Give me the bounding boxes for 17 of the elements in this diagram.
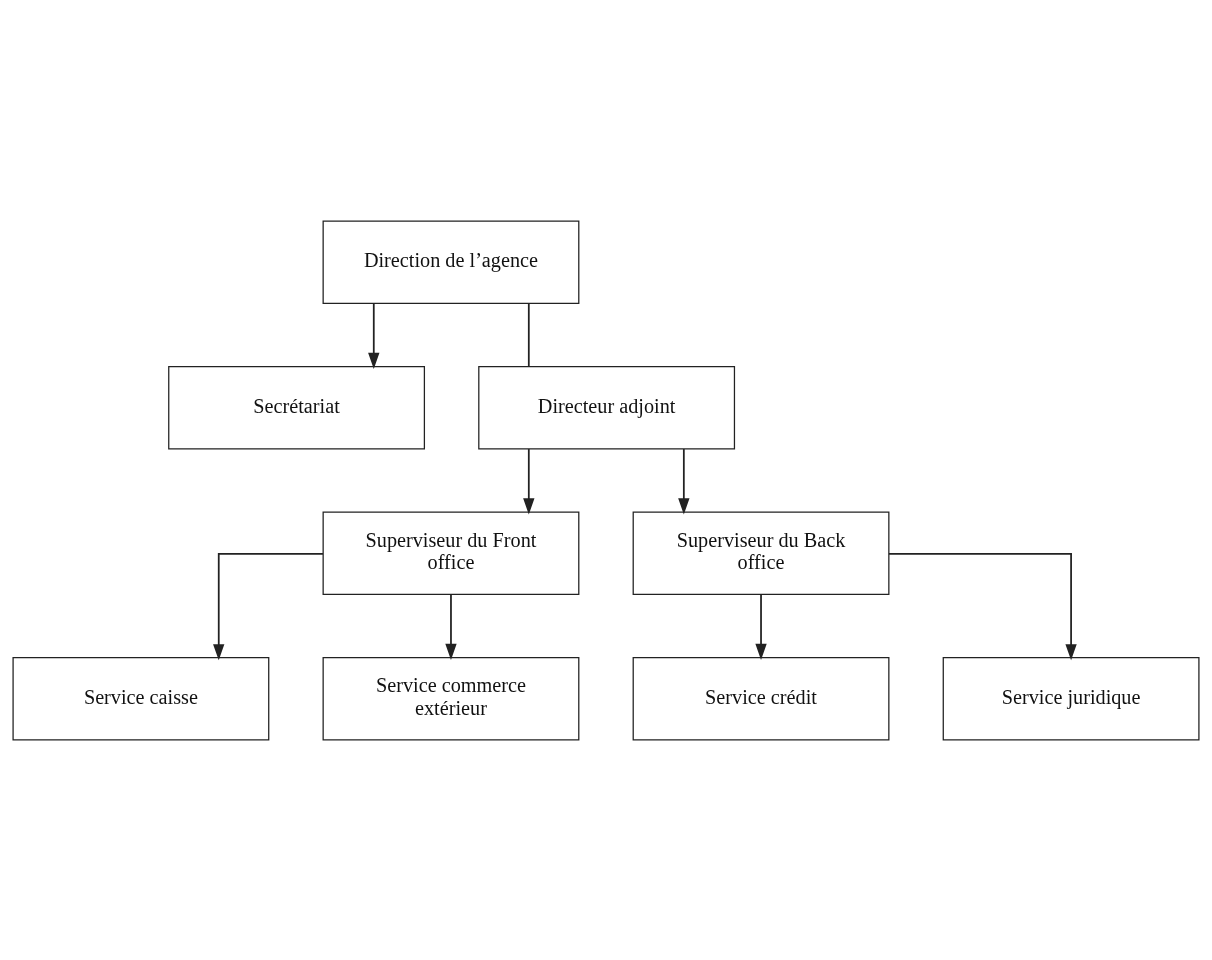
node-box: Secrétariat <box>168 365 426 449</box>
arrow <box>678 447 690 515</box>
node-box: Superviseur du Front office <box>322 511 580 595</box>
node-box: Service juridique <box>942 656 1200 741</box>
arrow <box>523 447 535 515</box>
arrow <box>755 593 767 660</box>
connector <box>527 302 530 367</box>
node-box: Superviseur du Back office <box>632 511 890 595</box>
node-box: Service caisse <box>12 656 270 741</box>
arrow <box>213 552 324 660</box>
node-box: Service crédit <box>632 656 890 741</box>
node-box: Directeur adjoint <box>478 365 736 449</box>
arrow <box>888 552 1077 660</box>
arrow <box>445 593 457 660</box>
node-box: Service commerce extérieur <box>322 656 580 741</box>
arrow <box>368 302 380 369</box>
node-box: Direction de l’agence <box>322 219 580 304</box>
